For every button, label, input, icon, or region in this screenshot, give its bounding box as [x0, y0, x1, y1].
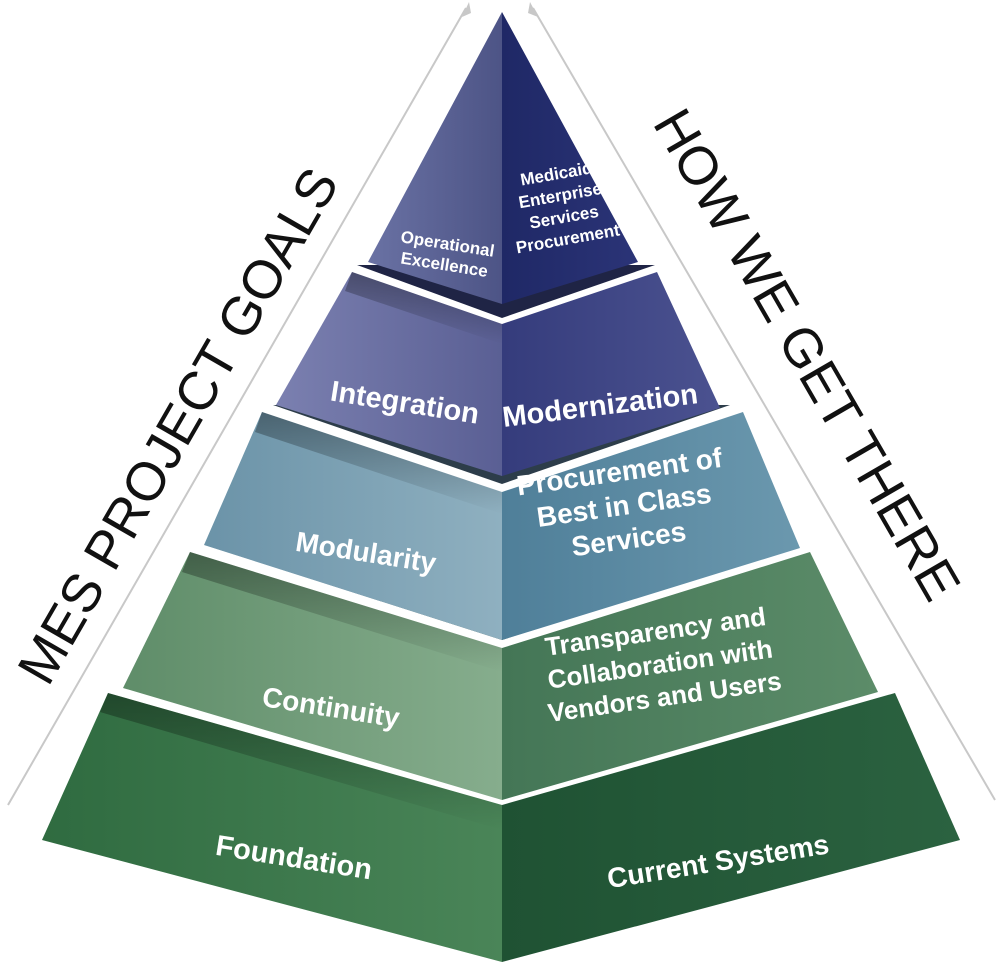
left-arrow: [7, 2, 471, 806]
tier-top: [368, 12, 638, 304]
right-arrow: [528, 2, 996, 801]
